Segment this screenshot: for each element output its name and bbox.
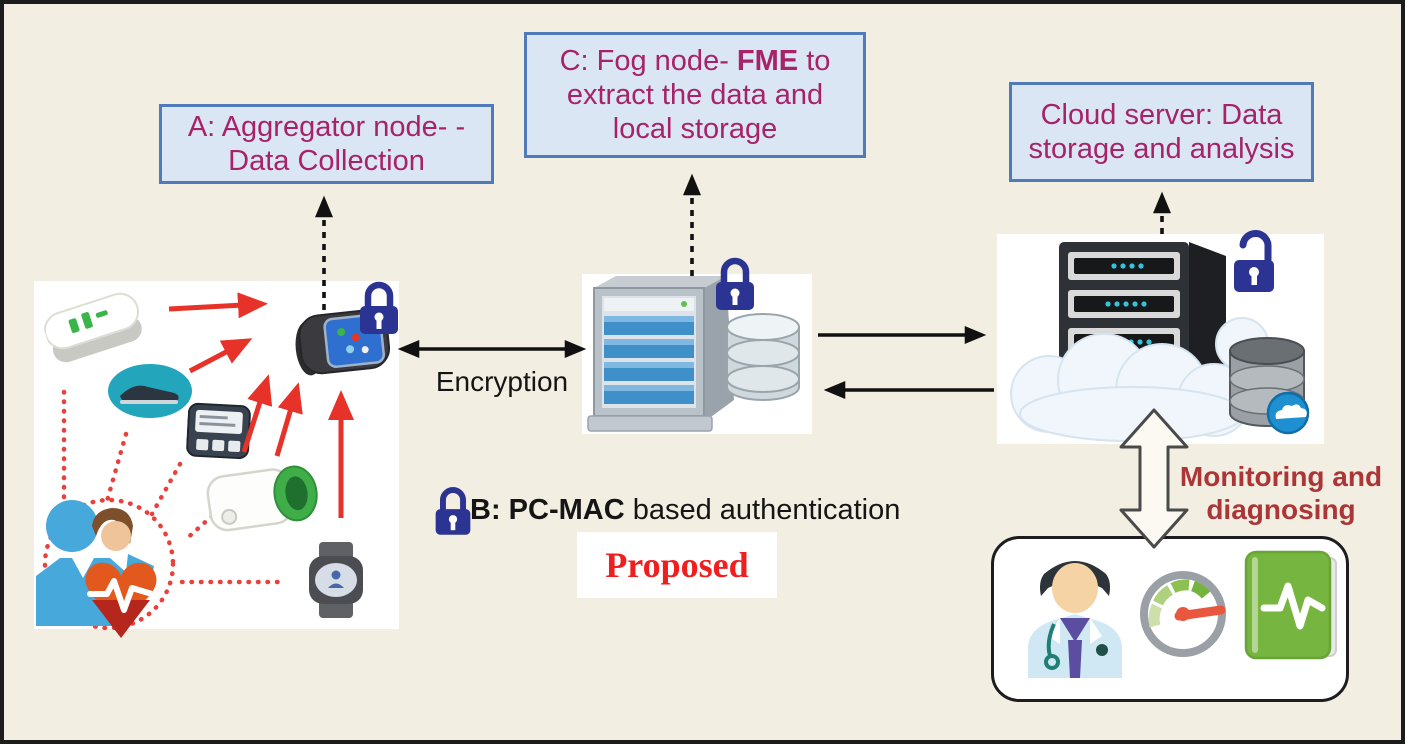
box-aggregator-node: A: Aggregator node- - Data Collection: [159, 104, 494, 184]
box-cloud-line1: Cloud server: Data: [1040, 98, 1283, 131]
authentication-label-bold: B: PC-MAC: [470, 494, 625, 526]
auth-lock-icon: [435, 487, 471, 535]
heartbeat-heart-icon: [85, 562, 157, 638]
wearable-smartwatch-icon: [309, 542, 363, 618]
box-cloud-server: Cloud server: Data storage and analysis: [1009, 82, 1314, 182]
box-cloud-line2: storage and analysis: [1028, 133, 1295, 165]
monitoring-label-line1: Monitoring and: [1179, 461, 1383, 492]
proposed-label: Proposed: [605, 545, 749, 585]
cloud-database-icon: [1229, 337, 1310, 435]
fitness-tracker-shoe-icon: [108, 364, 192, 418]
aggregator-lock-icon: [360, 281, 398, 334]
gauge-icon: [1140, 571, 1226, 657]
monitoring-label: Monitoring and diagnosing: [1162, 460, 1400, 526]
encryption-label: Encryption: [435, 366, 569, 397]
box-aggregator-line1: A: Aggregator node- -: [187, 110, 466, 143]
authentication-label: B: PC-MAC based authentication: [470, 494, 900, 527]
authentication-label-rest: based authentication: [624, 494, 901, 526]
pulse-oximeter-icon: [43, 292, 142, 363]
doctor-icon: [1028, 561, 1122, 678]
cloud-badge-glyph: [1275, 404, 1307, 419]
glucose-meter-icon: [186, 402, 251, 460]
blood-pressure-cuff-icon: [206, 465, 318, 532]
box-fog-node: C: Fog node- FME to extract the data and…: [524, 32, 866, 158]
box-fog-line2: extract the data and: [566, 78, 824, 111]
box-fog-line3: local storage: [612, 113, 778, 146]
box-fog-line1: C: Fog node- FME to: [559, 44, 831, 77]
box-aggregator-line2: Data Collection: [228, 145, 425, 177]
monitoring-label-line2: diagnosing: [1206, 494, 1356, 526]
fog-lock-icon: [716, 257, 754, 310]
medical-record-book-icon: [1244, 550, 1337, 660]
fog-server-icon: [587, 276, 734, 432]
proposed-patch: Proposed: [577, 532, 777, 598]
fog-database-icon: [726, 313, 800, 401]
cloud-open-lock-icon: [1234, 230, 1274, 292]
